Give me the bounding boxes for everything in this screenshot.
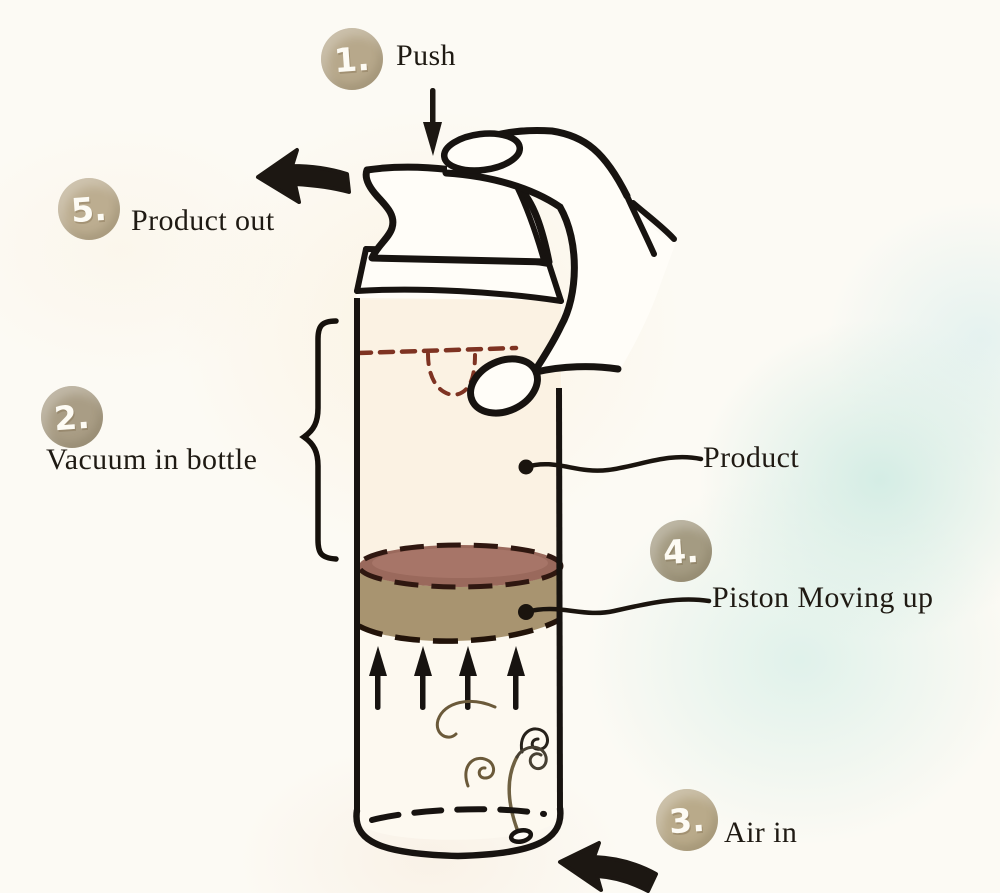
pump-intake-pocket [426,352,477,398]
index-fingernail [440,130,524,174]
product-connector [518,454,704,475]
piston-bottom-dashed-edge [357,617,561,644]
air-flow-arrow-icon [369,646,387,710]
collar-bottom-line [354,286,564,304]
air-swirls [435,699,549,831]
swirl [435,699,497,739]
badge-number: 4. [661,530,701,572]
piston [356,542,564,644]
step-label-air-in: Air in [724,816,798,849]
air-arrows [369,646,525,710]
product-connector-line [523,454,704,473]
piston-connector-line [523,597,712,616]
vacuum-bracket [299,318,339,562]
piston-connector [518,597,712,620]
hand [440,127,677,417]
step-label-push: Push [396,39,456,72]
badge-number: 5. [69,188,109,230]
swirl [464,756,496,788]
badge-number: 2. [52,396,92,438]
swirl [507,755,519,831]
step-label-piston-moving-up: Piston Moving up [712,581,934,614]
step-label-product-out: Product out [131,204,275,237]
product-level-dashes [355,345,519,398]
hand-knuckle-line [630,200,677,242]
hand-bottom-outline [532,363,622,376]
step-label-vacuum-in-bottle: Vacuum in bottle [46,443,258,476]
push-arrow-icon [423,88,442,156]
product-fill-region [358,300,561,566]
product-level-line [355,345,519,356]
badge-number: 1. [332,38,372,80]
bottom-hidden-dashed-edge [369,806,547,823]
annotation-label-product: Product [703,441,800,474]
step-badge-4: 4. [650,520,712,582]
air-inlet-hole [508,827,534,845]
step-badge-2: 2. [41,386,103,448]
product-out-arrow-icon [256,148,351,204]
collar-right-edge [546,261,564,304]
air-in-arrow-icon [558,841,658,893]
badge-number: 3. [667,799,707,841]
step-badge-1: 1. [321,28,383,90]
hand-knuckle-line [624,193,657,257]
swirl [515,745,548,771]
air-flow-arrow-icon [414,646,432,710]
bottle-right-wall [556,387,563,811]
collar-left-edge [354,246,369,294]
swirl [519,727,549,754]
bottle-bottom [353,806,564,860]
pump-head-face-line [514,184,547,264]
step-badge-5: 5. [58,178,120,240]
hand-fill [447,131,676,373]
finger-underside-line [442,169,578,370]
piston-top-highlight [372,548,548,578]
air-flow-arrow-icon [507,646,525,710]
step-badge-3: 3. [656,789,718,851]
thumb-tip [467,355,541,417]
bottom-rim [353,807,564,860]
